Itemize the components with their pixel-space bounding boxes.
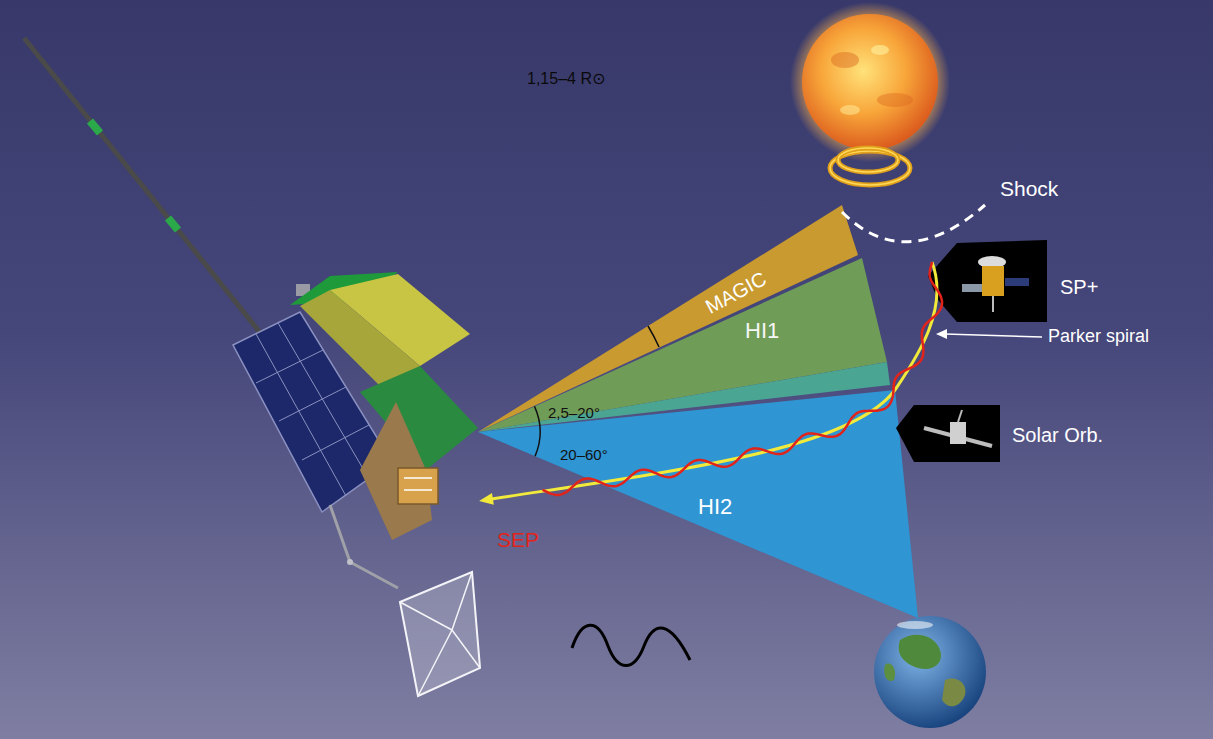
leader-line-part xyxy=(945,334,1042,337)
spacecraft-part xyxy=(256,334,346,496)
distance-range: 1,15–4 R⊙ xyxy=(527,70,605,88)
earth-part xyxy=(874,616,986,728)
angle-arc xyxy=(535,406,541,456)
sun-part xyxy=(831,52,859,68)
sep-wave xyxy=(543,262,943,495)
coronal-loops-part xyxy=(838,148,898,172)
coronal-loops xyxy=(830,148,910,185)
shock-front xyxy=(842,205,985,242)
instrument-name: HI1 xyxy=(745,318,779,343)
angle-range: 20–60° xyxy=(560,446,608,463)
spacecraft-part xyxy=(404,489,432,491)
spacecraft-part xyxy=(90,121,100,133)
spacecraft xyxy=(24,38,480,696)
sun-part xyxy=(790,2,950,162)
spacecraft-part xyxy=(400,602,452,630)
arrowhead xyxy=(479,493,494,505)
spacecraft-part xyxy=(168,218,178,230)
feature-label: Parker spiral xyxy=(1048,326,1149,347)
spacecraft-label: SP+ xyxy=(1060,276,1098,299)
spacecraft-part xyxy=(302,425,369,460)
earth-part xyxy=(884,663,895,681)
spacecraft-part xyxy=(452,630,480,668)
spacecraft-part xyxy=(418,630,452,696)
leader-line xyxy=(936,329,1042,339)
spacecraft-part xyxy=(347,559,353,565)
spacecraft-label: Solar Orb. xyxy=(1012,424,1103,447)
sp-plus-thumbnail-part xyxy=(992,296,994,312)
earth-part xyxy=(897,621,933,629)
particle-label: SEP xyxy=(497,528,539,552)
sun-part xyxy=(840,105,860,115)
sun-part xyxy=(877,93,913,107)
instrument-name: HI2 xyxy=(698,494,732,519)
sp-plus-thumbnail-part xyxy=(928,240,1047,322)
spacecraft-part xyxy=(452,572,472,630)
solar-orbiter-thumbnail xyxy=(896,405,1000,462)
sun-part xyxy=(802,14,938,150)
parker-spiral xyxy=(479,262,942,505)
earth-part xyxy=(899,635,941,669)
spacecraft-part xyxy=(398,468,438,504)
spacecraft-part xyxy=(279,387,346,421)
spacecraft-part xyxy=(330,505,398,588)
earth-part xyxy=(942,678,965,706)
spacecraft-part xyxy=(400,572,480,696)
solar-orbiter-thumbnail-part xyxy=(958,410,962,422)
sp-plus-thumbnail xyxy=(928,240,1047,322)
sp-plus-thumbnail-part xyxy=(962,284,982,292)
sp-plus-thumbnail-part xyxy=(982,266,1004,296)
sp-plus-thumbnail-part xyxy=(1005,278,1029,286)
sun-part xyxy=(871,45,889,55)
feature-label: Shock xyxy=(1000,177,1058,201)
angle-arc xyxy=(648,326,659,347)
sun xyxy=(790,2,950,162)
leader-line-part xyxy=(936,329,947,339)
wedge-fill xyxy=(478,390,918,618)
coronal-loops-part xyxy=(838,148,898,172)
solar-orbiter-thumbnail-part xyxy=(896,405,1000,462)
wave-symbol xyxy=(572,625,690,665)
earth xyxy=(874,616,986,728)
spacecraft-part xyxy=(24,38,262,335)
angle-range: 2,5–20° xyxy=(548,404,600,421)
solar-orbiter-thumbnail-part xyxy=(950,422,966,444)
spacecraft-part xyxy=(256,350,323,383)
spacecraft-part xyxy=(404,477,432,479)
fov-wedge: HI2 20–60° xyxy=(478,390,918,618)
